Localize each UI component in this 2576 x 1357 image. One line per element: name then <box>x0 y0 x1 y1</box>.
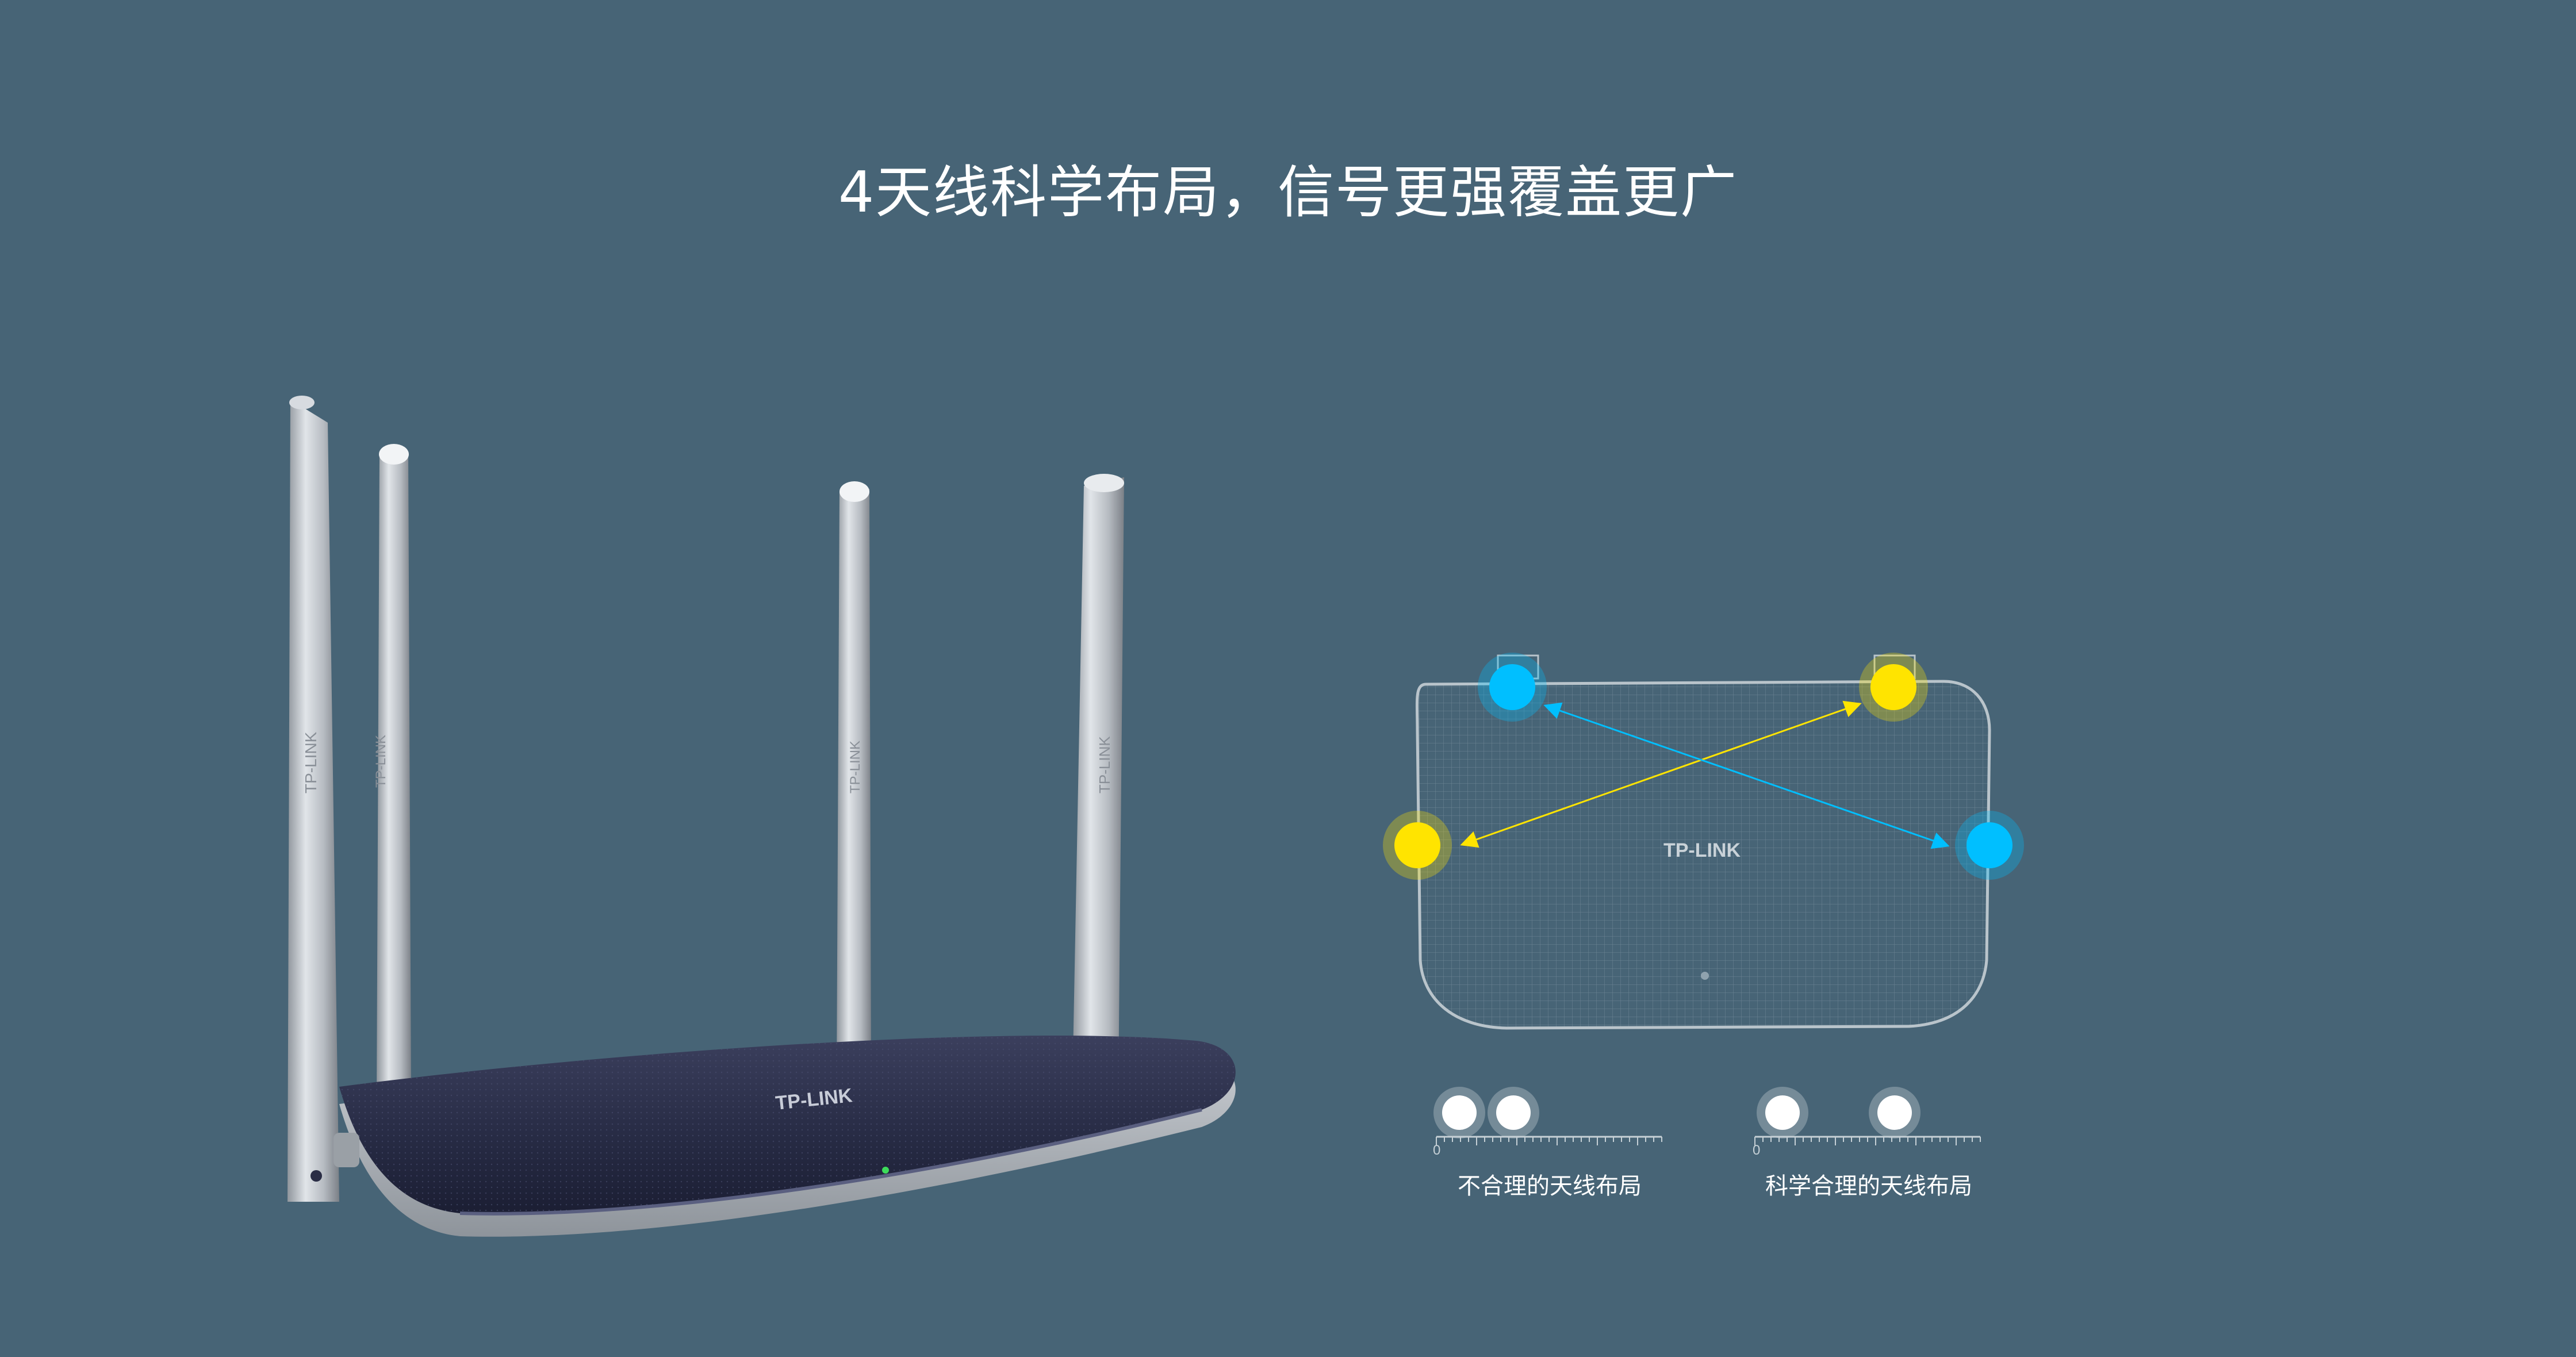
antenna-logo: TP-LINK <box>848 741 863 793</box>
router-top-logo: TP-LINK <box>1663 839 1741 861</box>
antenna-layout-diagram: TP-LINK <box>1383 653 2024 1030</box>
antenna-node-yellow-top-right <box>1859 653 1928 722</box>
antenna-logo: TP-LINK <box>373 735 389 788</box>
antenna-node-blue-right <box>1955 811 2024 880</box>
router-body: TP-LINK <box>339 1036 1236 1237</box>
antenna-dot <box>1869 1087 1920 1138</box>
antenna-logo: TP-LINK <box>1096 736 1113 793</box>
blue-signal-arrow <box>1543 702 1950 849</box>
scale-zero-label: 0 <box>1433 1143 1440 1156</box>
bad-layout-caption: 不合理的天线布局 <box>1458 1173 1642 1199</box>
antenna-back-right <box>837 481 871 1075</box>
antenna-logo: TP-LINK <box>302 731 320 793</box>
antenna-front-right <box>1072 474 1124 1087</box>
antenna-dot <box>1488 1087 1539 1138</box>
antenna-dot <box>1757 1087 1808 1138</box>
antenna-node-blue-top-left <box>1478 653 1547 722</box>
good-layout-caption: 科学合理的天线布局 <box>1765 1173 1972 1199</box>
antenna-back-left <box>377 444 411 1098</box>
led-indicator <box>1701 972 1709 980</box>
scale-zero-label: 0 <box>1753 1143 1760 1156</box>
antenna-node-yellow-left <box>1383 811 1452 880</box>
antenna-front-left <box>288 396 359 1202</box>
good-layout-scale: 0 <box>1753 1087 1981 1156</box>
bad-layout-scale: 0 <box>1433 1087 1662 1156</box>
page-headline: 4天线科学布局，信号更强覆盖更广 <box>838 160 1738 225</box>
antenna-dot <box>1433 1087 1485 1138</box>
router-product-image: TP-LINK TP-LINK TP-LINK TP-LINK TP-LINK <box>288 396 1236 1237</box>
